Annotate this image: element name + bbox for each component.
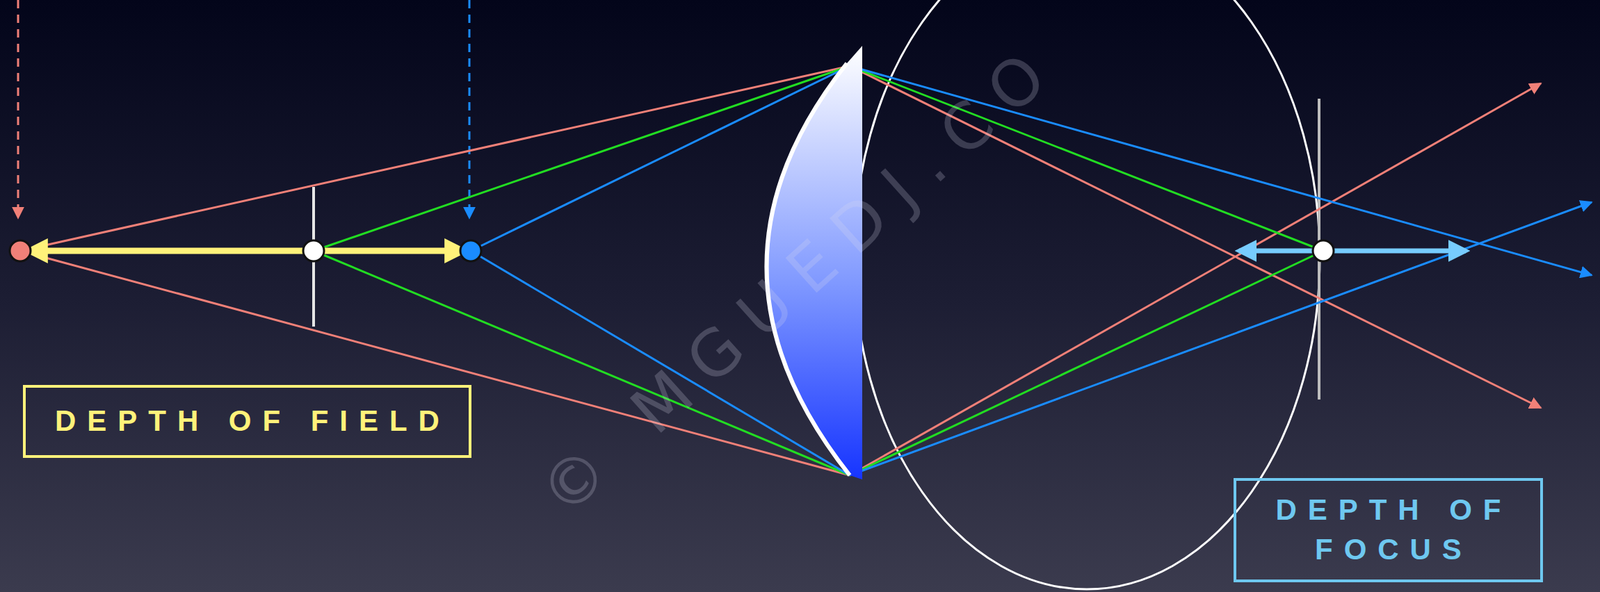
focus-point bbox=[303, 240, 325, 262]
label-box: DEPTH OF FIELD bbox=[22, 385, 472, 459]
image-point bbox=[1312, 240, 1334, 262]
box-title: DEPTH OF FIELD bbox=[43, 401, 451, 442]
near-point bbox=[460, 240, 482, 262]
depth-of-focus-arrow bbox=[1239, 248, 1466, 254]
label-box: DEPTH OF FOCUS bbox=[1233, 478, 1543, 583]
box-title: DEPTH OF FOCUS bbox=[1246, 490, 1531, 570]
far-point bbox=[9, 240, 31, 262]
pointer-line bbox=[17, 0, 20, 219]
pointer-line bbox=[468, 0, 471, 219]
eye-outline bbox=[853, 0, 1320, 590]
depth-of-field-arrow bbox=[27, 248, 465, 255]
